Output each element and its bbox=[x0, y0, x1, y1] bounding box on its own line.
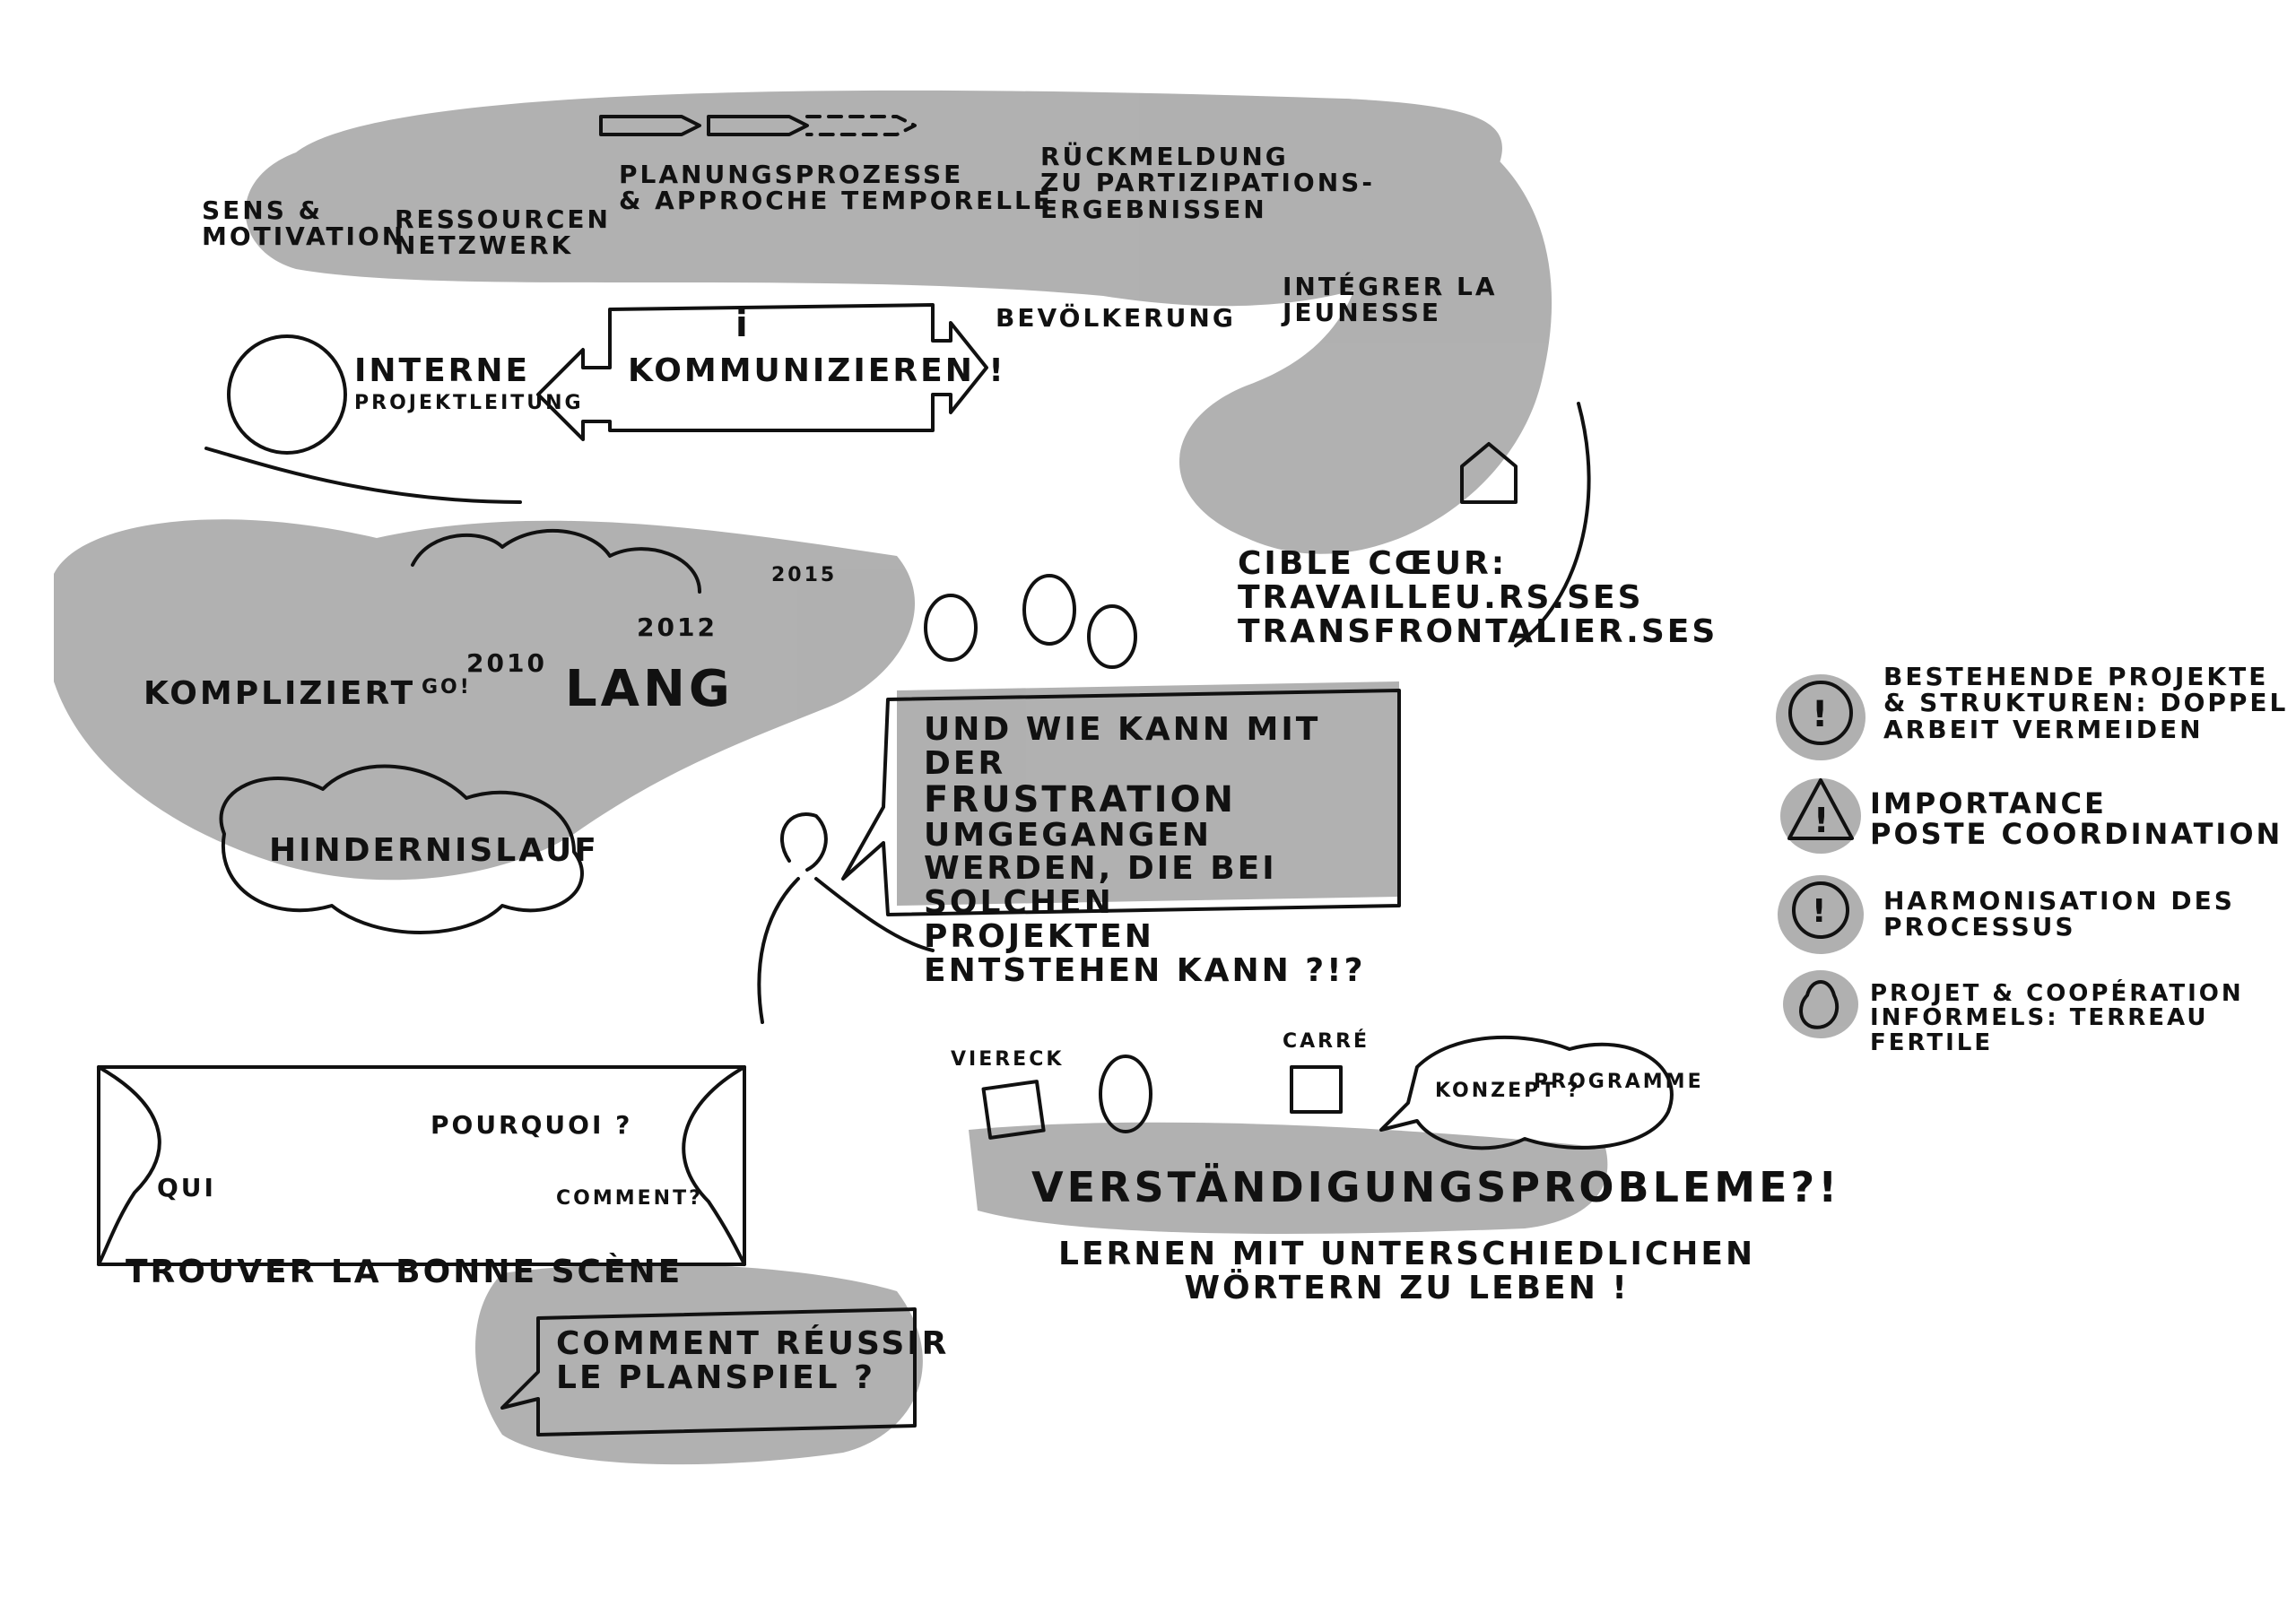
warning-icon-1 bbox=[1788, 681, 1853, 745]
label-kommunizieren: KOMMUNIZIEREN ! bbox=[628, 352, 1006, 389]
label-viereck: VIERECK bbox=[951, 1048, 1065, 1071]
warning-icon-2 bbox=[1787, 778, 1854, 840]
thought-cloud bbox=[411, 528, 701, 594]
verstaendigung-subtitle: LERNEN MIT UNTERSCHIEDLICHEN WÖRTERN ZU … bbox=[1058, 1236, 1756, 1306]
loop-outline-right bbox=[1514, 402, 1591, 647]
label-comment: COMMENT? bbox=[556, 1187, 703, 1210]
note-4: PROJET & COOPÉRATION INFORMELS: TERREAU … bbox=[1870, 980, 2244, 1056]
projektleitung-icon bbox=[227, 334, 347, 455]
stage-title: TROUVER LA BONNE SCÈNE bbox=[126, 1254, 683, 1290]
exclamation-2: ! bbox=[1813, 801, 1829, 840]
exclamation-1: ! bbox=[1812, 694, 1828, 735]
face-oval bbox=[1099, 1055, 1152, 1133]
label-hindernislauf: HINDERNISLAUF bbox=[269, 832, 599, 869]
info-icon: i bbox=[735, 304, 748, 345]
house-icon bbox=[1460, 442, 1518, 504]
label-projektleitung: PROJEKTLEITUNG bbox=[354, 392, 584, 414]
face-right bbox=[1087, 604, 1137, 669]
loop-outline-bottom bbox=[204, 447, 522, 504]
konzept-bubble bbox=[1379, 1035, 1674, 1150]
label-go: GO! bbox=[422, 676, 472, 699]
warning-icon-3 bbox=[1792, 881, 1849, 939]
label-pourquoi: POURQUOI ? bbox=[430, 1110, 633, 1140]
label-konzept: KONZEPT ? bbox=[1435, 1080, 1581, 1102]
loop-band-top bbox=[245, 90, 1502, 307]
verstaendigung-wash bbox=[969, 1122, 1608, 1234]
carre-square bbox=[1290, 1065, 1343, 1114]
label-kompliziert: KOMPLIZIERT bbox=[144, 675, 416, 712]
label-qui: QUI bbox=[157, 1173, 216, 1202]
stage-box-wash bbox=[475, 1263, 923, 1465]
speech-text: UND WIE KANN MIT DER FRUSTRATION UMGEGAN… bbox=[924, 713, 1390, 988]
loop-band-right bbox=[1179, 99, 1552, 554]
label-programme: PROGRAMME bbox=[1534, 1071, 1704, 1093]
planung-arrow bbox=[599, 115, 809, 136]
note-wash-2 bbox=[1780, 778, 1861, 854]
speech-umgegangen: UMGEGANGEN bbox=[924, 816, 1213, 854]
label-lang: LANG bbox=[565, 660, 734, 718]
viereck-square bbox=[981, 1080, 1046, 1140]
note-wash-1 bbox=[1776, 674, 1866, 760]
speech-line-4: PROJEKTEN ENTSTEHEN KANN ?!? bbox=[924, 917, 1366, 989]
note-3: HARMONISATION DES PROCESSUS bbox=[1883, 886, 2235, 942]
speech-line-1: UND WIE KANN MIT DER bbox=[924, 711, 1321, 782]
planung-arrow-dashed bbox=[805, 115, 917, 136]
speaker-figure bbox=[757, 812, 935, 1024]
label-2015: 2015 bbox=[771, 564, 838, 586]
label-cible: CIBLE CŒUR: TRAVAILLEU.RS.SES TRANSFRONT… bbox=[1238, 545, 1718, 650]
label-bevoelkerung: BEVÖLKERUNG bbox=[996, 303, 1236, 333]
label-carre: CARRÉ bbox=[1283, 1030, 1370, 1053]
exclamation-3: ! bbox=[1812, 893, 1826, 930]
hindernislauf-cloud bbox=[219, 764, 584, 934]
timeline-cloud bbox=[54, 519, 916, 881]
speech-line-3: WERDEN, DIE BEI SOLCHEN bbox=[924, 850, 1277, 922]
speech-frustration: FRUSTRATION bbox=[924, 778, 1236, 820]
label-interne: INTERNE bbox=[354, 352, 531, 389]
label-2010: 2010 bbox=[466, 648, 547, 678]
label-sens: SENS & MOTIVATION bbox=[202, 195, 406, 252]
label-jeunesse: INTÉGRER LA JEUNESSE bbox=[1283, 272, 1498, 328]
comment-box-text: COMMENT RÉUSSIR LE PLANSPIEL ? bbox=[556, 1325, 950, 1396]
label-rueckmeldung: RÜCKMELDUNG ZU PARTIZIPATIONS- ERGEBNISS… bbox=[1040, 142, 1375, 224]
comment-box bbox=[500, 1307, 917, 1436]
speech-bubble bbox=[841, 689, 1401, 916]
face-left bbox=[924, 594, 978, 662]
face-middle bbox=[1022, 574, 1076, 646]
speech-wash bbox=[897, 681, 1399, 906]
stage-curtain-left bbox=[97, 1065, 161, 1266]
note-2: IMPORTANCE POSTE COORDINATION bbox=[1870, 786, 2283, 851]
stage-curtain-right bbox=[682, 1065, 746, 1266]
label-ressourcen: RESSOURCEN NETZWERK bbox=[395, 204, 611, 261]
label-2012: 2012 bbox=[637, 612, 718, 642]
kommunizieren-arrow bbox=[536, 303, 988, 441]
stage-frame bbox=[97, 1065, 746, 1266]
hand-icon bbox=[1799, 980, 1839, 1029]
verstaendigung-title: VERSTÄNDIGUNGSPROBLEME?! bbox=[1031, 1163, 1841, 1211]
label-planung: PLANUNGSPROZESSE & APPROCHE TEMPORELLE bbox=[619, 160, 1054, 216]
note-1: BESTEHENDE PROJEKTE & STRUKTUREN: DOPPEL… bbox=[1883, 662, 2289, 744]
